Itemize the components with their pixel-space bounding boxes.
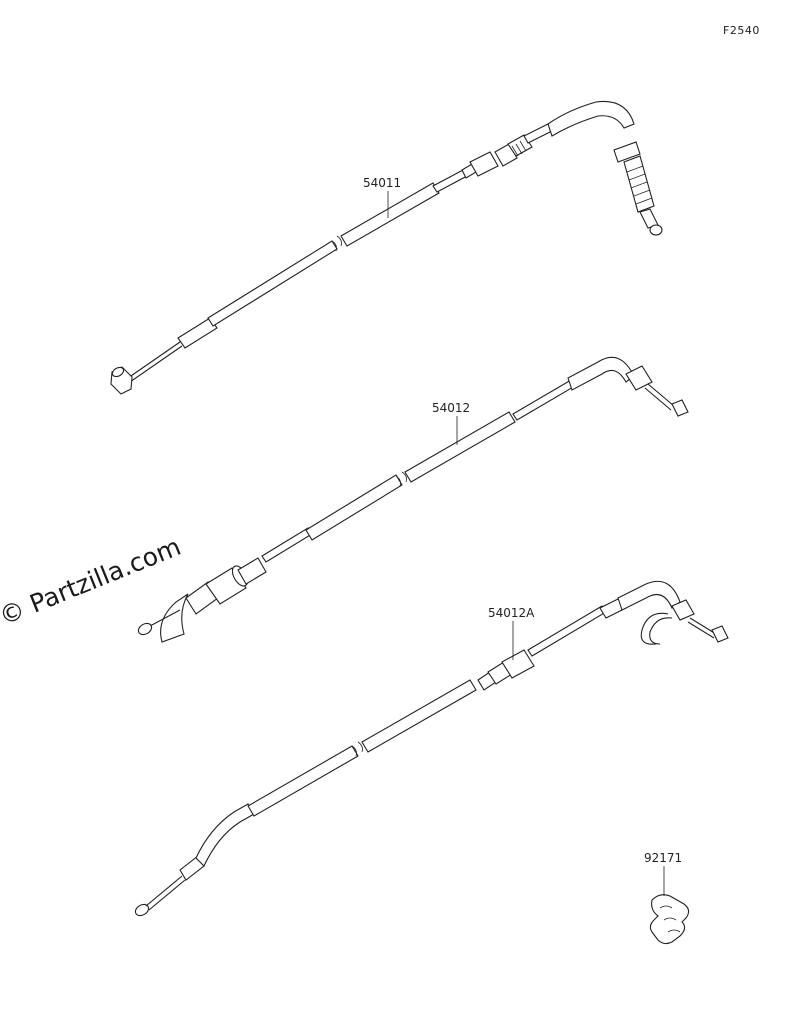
part-label-54011[interactable]: 54011: [363, 176, 402, 190]
figure-code: F2540: [723, 24, 760, 37]
cable-54012-icon[interactable]: [136, 356, 689, 643]
part-label-92171[interactable]: 92171: [644, 851, 683, 865]
cable-54011-icon[interactable]: [110, 100, 663, 395]
part-label-54012A[interactable]: 54012A: [488, 606, 535, 620]
clamp-92171-icon[interactable]: [649, 894, 690, 945]
part-label-54012[interactable]: 54012: [432, 401, 471, 415]
cable-54012A-icon[interactable]: [133, 580, 729, 917]
